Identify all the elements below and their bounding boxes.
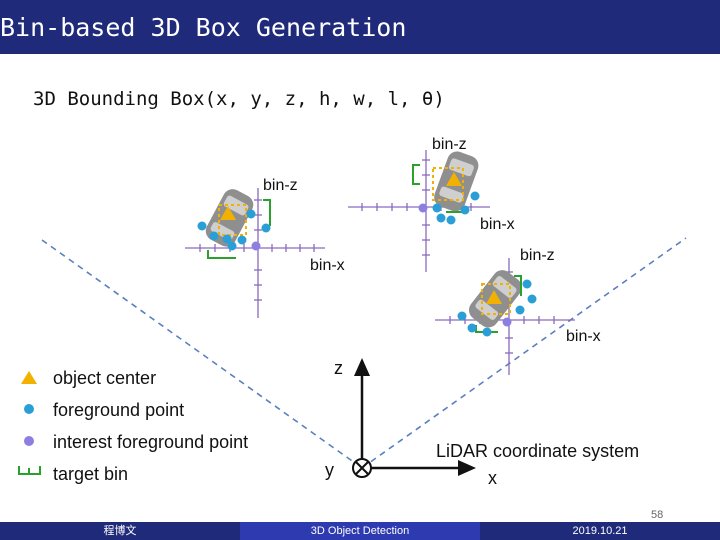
legend-interest-point: interest foreground point <box>53 432 248 452</box>
object-center-icon <box>446 172 462 186</box>
target-bin-icon <box>263 199 271 226</box>
foreground-point <box>432 203 442 213</box>
target-bin-icon <box>514 275 522 296</box>
box-right <box>481 283 511 315</box>
footer-date: 2019.10.21 <box>480 522 720 540</box>
page-number: 58 <box>651 509 664 521</box>
axis-z-label: z <box>334 358 343 378</box>
foreground-point <box>522 279 532 289</box>
arrow-right-icon <box>458 460 476 476</box>
axis-y-label: y <box>325 460 334 480</box>
interest-point <box>502 317 512 327</box>
foreground-point <box>460 205 470 215</box>
bin-z-label: bin-z <box>432 136 467 153</box>
foreground-point <box>457 311 467 321</box>
triangle-icon <box>21 371 37 384</box>
bin-z-label: bin-z <box>263 177 298 194</box>
dot-icon <box>24 404 34 414</box>
lidar-system-label: LiDAR coordinate system <box>436 441 639 461</box>
bin-z-label: bin-z <box>520 247 555 264</box>
bin-axes-left <box>185 188 325 318</box>
foreground-point <box>515 305 525 315</box>
fov-right-line <box>361 237 687 469</box>
car-group-left: bin-z bin-x <box>185 177 345 318</box>
foreground-point <box>261 223 271 233</box>
foreground-point <box>237 235 247 245</box>
box-top <box>432 167 464 201</box>
foreground-point <box>470 191 480 201</box>
legend: object center foreground point interest … <box>18 368 248 484</box>
car-group-top: bin-z bin-x <box>348 136 515 272</box>
target-bin-icon <box>207 250 236 259</box>
foreground-point <box>527 294 537 304</box>
legend-target-bin: target bin <box>53 464 128 484</box>
lidar-coordinate-system: z y x LiDAR coordinate system <box>325 358 639 488</box>
slide-subtitle: 3D Bounding Box(x, y, z, h, w, l, θ) <box>33 88 445 110</box>
slide-title: Bin-based 3D Box Generation <box>0 13 407 42</box>
legend-object-center: object center <box>53 368 156 388</box>
footer-author: 程博文 <box>0 522 240 540</box>
footer-bar: 程博文 3D Object Detection 2019.10.21 <box>0 522 720 540</box>
foreground-point <box>222 234 232 244</box>
dot-icon <box>24 436 34 446</box>
footer-topic: 3D Object Detection <box>240 522 480 540</box>
object-center-icon <box>220 206 236 220</box>
interest-point <box>418 203 428 213</box>
car-group-right: bin-z bin-x <box>435 247 601 375</box>
foreground-point <box>246 209 256 219</box>
foreground-point <box>467 323 477 333</box>
box-left <box>218 204 247 236</box>
arrow-up-icon <box>354 358 370 376</box>
foreground-point <box>436 213 446 223</box>
target-bin-icon <box>412 164 420 185</box>
bin-x-label: bin-x <box>480 216 515 233</box>
foreground-point <box>446 215 456 225</box>
title-bar <box>0 0 720 54</box>
bin-x-label: bin-x <box>566 328 601 345</box>
bin-bracket-icon <box>18 466 41 475</box>
legend-foreground-point: foreground point <box>53 400 184 420</box>
foreground-point <box>482 327 492 337</box>
foreground-point <box>209 231 219 241</box>
foreground-point <box>227 241 237 251</box>
bin-x-label: bin-x <box>310 257 345 274</box>
axis-x-label: x <box>488 468 497 488</box>
foreground-point <box>197 221 207 231</box>
object-center-icon <box>486 290 502 304</box>
interest-point <box>251 241 261 251</box>
